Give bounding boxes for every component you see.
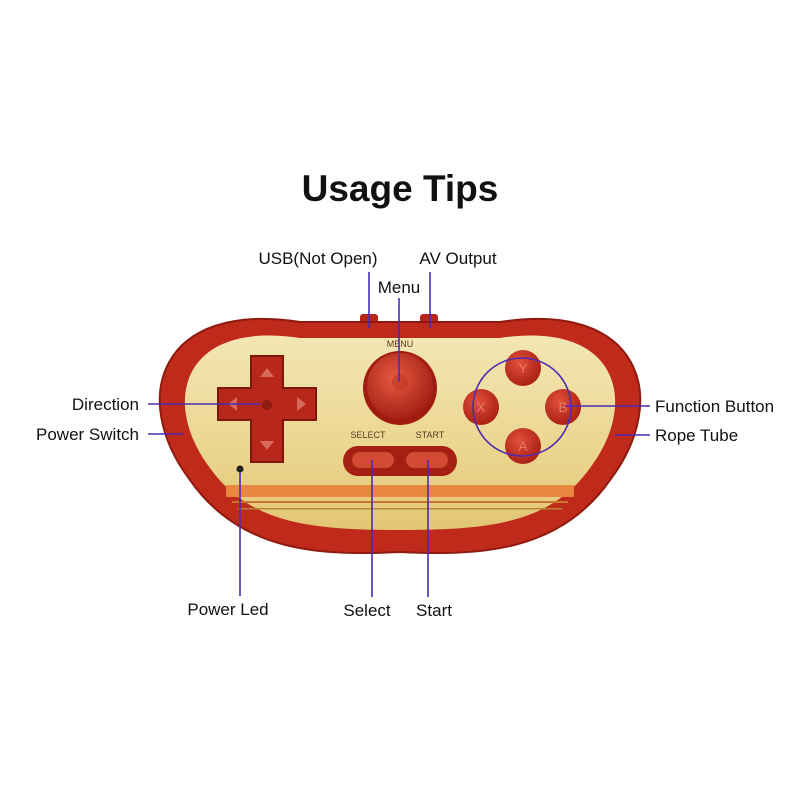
select-printed-label: SELECT bbox=[350, 430, 386, 440]
select-button[interactable] bbox=[352, 452, 394, 468]
label-rope-tube: Rope Tube bbox=[655, 426, 739, 445]
menu-stick-knob bbox=[392, 374, 408, 390]
page-title: Usage Tips bbox=[301, 168, 499, 209]
a-button-label: A bbox=[518, 438, 528, 454]
arrow-down-icon bbox=[260, 441, 274, 450]
controller-face-plate bbox=[184, 335, 616, 530]
label-power-led: Power Led bbox=[187, 600, 269, 619]
y-button-label: Y bbox=[518, 360, 528, 376]
decor-stripe-line bbox=[238, 508, 562, 510]
function-buttons: Y X B A bbox=[463, 350, 581, 464]
label-av-output: AV Output bbox=[419, 249, 497, 268]
label-direction: Direction bbox=[71, 395, 139, 414]
start-button[interactable] bbox=[406, 452, 448, 468]
label-select: Select bbox=[343, 601, 391, 620]
b-button-label: B bbox=[558, 399, 567, 415]
start-printed-label: START bbox=[416, 430, 445, 440]
arrow-up-icon bbox=[260, 368, 274, 377]
label-menu: Menu bbox=[377, 278, 421, 297]
decor-stripe-orange bbox=[226, 485, 574, 497]
label-usb: USB(Not Open) bbox=[258, 249, 378, 268]
b-button[interactable] bbox=[545, 389, 581, 425]
decor-stripe-line bbox=[232, 501, 568, 503]
label-start: Start bbox=[416, 601, 452, 620]
power-led-indicator bbox=[236, 465, 244, 473]
leader-lines bbox=[148, 272, 650, 597]
menu-printed-label: MENU bbox=[387, 339, 414, 349]
x-button-label: X bbox=[476, 399, 486, 415]
label-function-button: Function Button bbox=[655, 397, 775, 416]
leader-function-ring bbox=[472, 357, 572, 457]
x-button[interactable] bbox=[463, 389, 499, 425]
label-power-switch: Power Switch bbox=[36, 425, 139, 444]
arrow-right-icon bbox=[297, 397, 306, 411]
